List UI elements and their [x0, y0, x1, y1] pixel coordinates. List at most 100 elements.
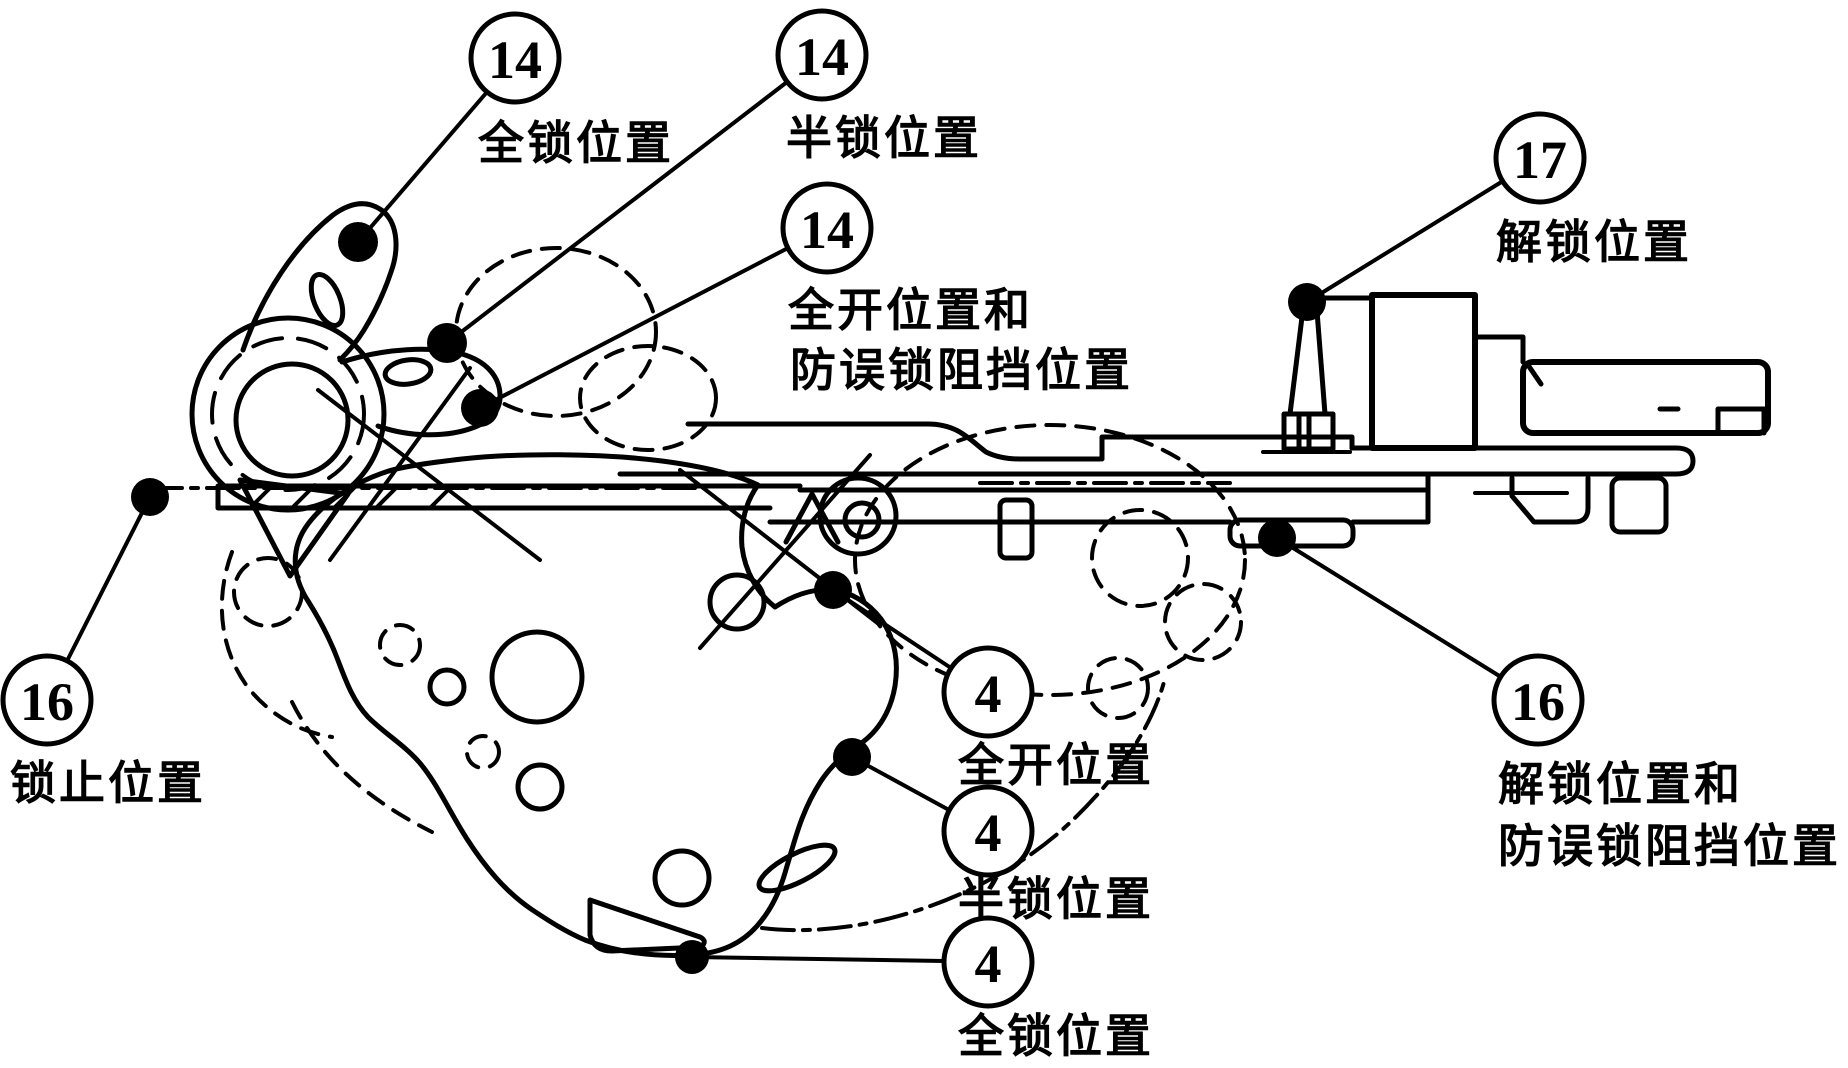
- hidden-circle: [378, 623, 422, 667]
- leader-lines: [65, 80, 1505, 963]
- callout-4-full-lock: 4 全锁位置: [941, 915, 1154, 1062]
- leader-16-lock-stop: [65, 495, 152, 663]
- connector-detail: [1525, 362, 1767, 436]
- balloon-circle: [941, 645, 1035, 739]
- rail-top-profile: [685, 421, 1103, 462]
- step-notch: [1472, 334, 1526, 365]
- brace-line: [328, 366, 472, 562]
- hidden-arc: [219, 550, 334, 739]
- hub-bore: [233, 361, 351, 479]
- callout-17-unlock: 17 解锁位置: [1493, 111, 1692, 268]
- balloon-number: 17: [1513, 130, 1567, 190]
- hidden-arc: [290, 700, 434, 834]
- balloon-number: 16: [20, 672, 74, 732]
- callout-4-half-lock: 4 半锁位置: [941, 784, 1151, 925]
- anchor-dot-4-half-lock: [833, 738, 871, 776]
- anchor-dots: [131, 222, 1326, 974]
- hatching: [248, 484, 454, 510]
- rivet-hole: [515, 762, 565, 812]
- hidden-circle: [1163, 582, 1243, 662]
- fork-tip: [783, 491, 841, 545]
- balloon-number: 4: [975, 803, 1002, 863]
- guide-tab: [997, 497, 1035, 561]
- position-label-line2: 防误锁阻挡位置: [1498, 820, 1841, 872]
- position-label-line2: 防误锁阻挡位置: [790, 344, 1133, 396]
- balloon-number: 14: [800, 200, 854, 260]
- fork-alt-position: [578, 344, 718, 452]
- fork-pivot-outer: [817, 475, 899, 557]
- callout-16-unlock-block: 16 解锁位置和 防误锁阻挡位置: [1491, 653, 1841, 872]
- crank-lever: [1287, 306, 1328, 417]
- housing-hidden-outline: [853, 423, 1247, 697]
- cam-lobe-slot: [382, 357, 434, 387]
- mount-tab-right: [1609, 475, 1669, 535]
- position-label-line1: 全开位置和: [787, 284, 1033, 336]
- balloon-circle: [0, 653, 94, 747]
- rivet-hole: [652, 848, 712, 908]
- position-label: 半锁位置: [786, 112, 982, 164]
- position-label: 锁止位置: [10, 757, 206, 809]
- leader-14-full-open: [478, 246, 790, 410]
- leader-4-full-open: [831, 588, 953, 670]
- lever-arm-outline: [240, 201, 399, 363]
- anchor-dot-17-unlock: [1288, 283, 1326, 321]
- balloon-circle: [941, 784, 1035, 878]
- slotted-cutout: [756, 842, 838, 894]
- position-label-line1: 解锁位置和: [1498, 758, 1743, 810]
- position-label: 解锁位置: [1496, 216, 1692, 268]
- balloon-circle: [941, 915, 1035, 1009]
- anchor-dot-16-lock-stop: [131, 478, 169, 516]
- pawl-pivot-hole: [707, 572, 767, 632]
- leader-14-full-lock: [356, 90, 489, 244]
- base-band: [617, 445, 1696, 477]
- hidden-circle: [232, 556, 304, 628]
- callout-16-lock-stop: 16 锁止位置: [0, 653, 206, 809]
- callout-4-full-open: 4 全开位置: [941, 645, 1154, 791]
- cable-and-rail: [617, 421, 1696, 549]
- callout-14-half-lock: 14 半锁位置: [775, 8, 982, 164]
- balloon-number: 14: [488, 30, 542, 90]
- anchor-dot-14-full-open: [461, 389, 499, 427]
- balloon-number: 16: [1511, 672, 1565, 732]
- leader-4-full-lock: [690, 955, 946, 963]
- balloon-number: 14: [795, 27, 849, 87]
- position-label: 全开位置: [957, 739, 1154, 791]
- balloon-circle: [1491, 653, 1585, 747]
- connector-bar: [1520, 359, 1771, 436]
- leader-16-unlock-block: [1275, 536, 1503, 679]
- hidden-hole: [465, 734, 501, 770]
- brace-line: [316, 388, 542, 562]
- hidden-circle: [1086, 656, 1150, 720]
- triangular-cutout: [587, 897, 707, 954]
- anchor-dot-16-unlock-block: [1258, 519, 1296, 557]
- position-label: 全锁位置: [957, 1010, 1154, 1062]
- actuator-assembly: [1281, 292, 1771, 535]
- latch-body-outline: [292, 452, 899, 958]
- lever-arm-slot: [308, 271, 346, 329]
- rivet-hole: [427, 667, 467, 707]
- hidden-sweep-arc: [760, 680, 1166, 933]
- cable-housing-lines: [767, 471, 1431, 525]
- balloon-circle: [780, 181, 874, 275]
- anchor-dot-14-full-lock: [338, 222, 378, 262]
- balloon-number: 4: [975, 664, 1002, 724]
- latch-body: [292, 452, 1035, 958]
- leader-14-half-lock: [445, 80, 789, 345]
- anchor-dot-4-full-open: [814, 571, 852, 609]
- leader-17-unlock: [1305, 179, 1505, 304]
- pivot-hole-large: [489, 629, 585, 725]
- hidden-circle: [1090, 508, 1190, 608]
- anchor-dot-4-full-lock: [675, 940, 709, 974]
- callout-14-full-lock: 14 全锁位置: [468, 11, 671, 169]
- cam-lobe-outline: [339, 346, 503, 438]
- hidden-position-contours: [219, 246, 1247, 933]
- crank-foot: [1281, 411, 1336, 452]
- balloon-number: 4: [975, 934, 1002, 994]
- balloon-circle: [1493, 111, 1587, 205]
- raised-plate: [1099, 434, 1355, 462]
- mount-tab-left: [1509, 475, 1591, 525]
- anchor-dot-14-half-lock: [427, 323, 467, 363]
- actuator-block: [1369, 292, 1478, 451]
